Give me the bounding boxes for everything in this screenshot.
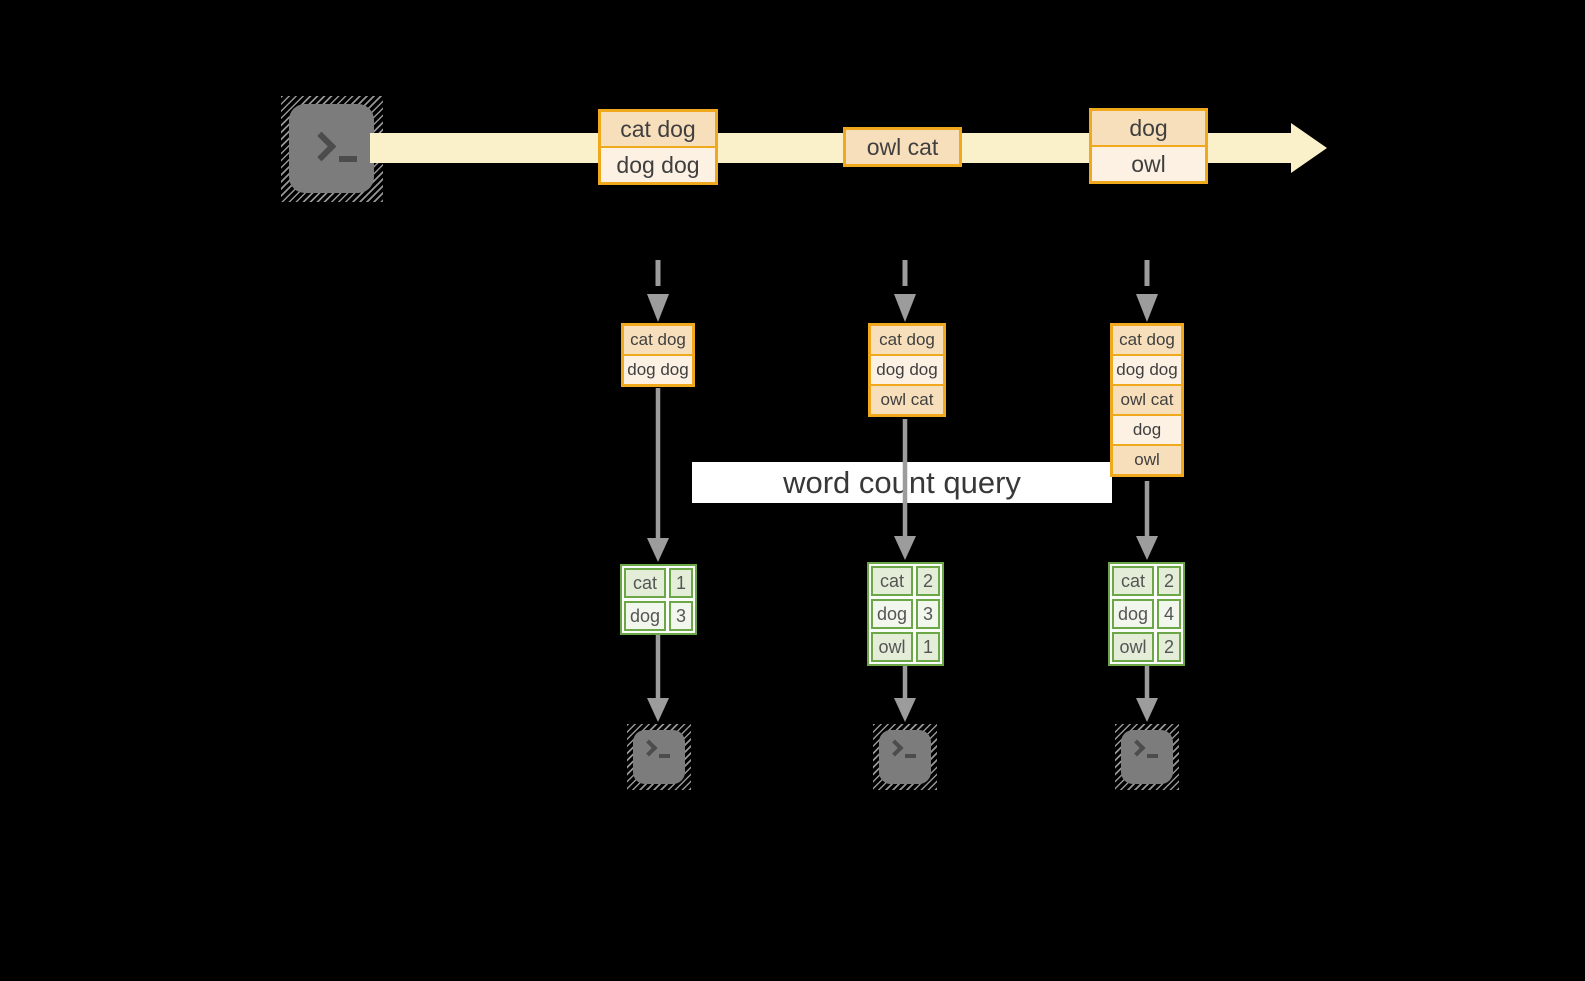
table-count-cell: 3 bbox=[669, 601, 693, 631]
table-word-cell: dog bbox=[1112, 599, 1154, 629]
table-count-cell: 1 bbox=[916, 632, 940, 662]
table-count-cell: 2 bbox=[1157, 566, 1181, 596]
count-table-3: cat 2 dog 4 owl 2 bbox=[1108, 562, 1185, 666]
stack-row: cat dog bbox=[624, 326, 692, 354]
stream-message-2: owl cat bbox=[843, 127, 962, 167]
stream-band-arrowhead-icon bbox=[1291, 123, 1327, 173]
dashed-arrow-down-icon bbox=[894, 260, 916, 322]
stack-row: owl cat bbox=[1113, 384, 1181, 414]
record-stack-1: cat dog dog dog bbox=[621, 323, 695, 387]
stream-record: dog dog bbox=[601, 146, 715, 182]
stream-record: owl bbox=[1092, 145, 1205, 181]
table-word-cell: owl bbox=[871, 632, 913, 662]
stack-row: dog dog bbox=[871, 354, 943, 384]
table-word-cell: cat bbox=[624, 568, 666, 598]
table-count-cell: 2 bbox=[916, 566, 940, 596]
table-word-cell: cat bbox=[871, 566, 913, 596]
arrow-down-icon bbox=[894, 419, 916, 560]
stack-row: dog bbox=[1113, 414, 1181, 444]
terminal-body bbox=[633, 730, 685, 784]
prompt-dash-icon bbox=[1147, 754, 1158, 758]
terminal-icon bbox=[627, 724, 691, 790]
terminal-body bbox=[1121, 730, 1173, 784]
prompt-chevron-icon bbox=[306, 131, 337, 162]
query-banner: word count query bbox=[692, 462, 1112, 503]
dashed-arrow-down-icon bbox=[1136, 260, 1158, 322]
terminal-icon bbox=[1115, 724, 1179, 790]
stream-message-1: cat dog dog dog bbox=[598, 109, 718, 185]
stack-row: cat dog bbox=[871, 326, 943, 354]
table-word-cell: owl bbox=[1112, 632, 1154, 662]
terminal-body bbox=[879, 730, 931, 784]
count-table-2: cat 2 dog 3 owl 1 bbox=[867, 562, 944, 666]
table-count-cell: 1 bbox=[669, 568, 693, 598]
terminal-body bbox=[289, 104, 374, 193]
stack-row: dog dog bbox=[624, 354, 692, 384]
record-stack-3: cat dog dog dog owl cat dog owl bbox=[1110, 323, 1184, 477]
table-count-cell: 3 bbox=[916, 599, 940, 629]
prompt-dash-icon bbox=[339, 156, 357, 162]
prompt-chevron-icon bbox=[640, 739, 658, 757]
prompt-dash-icon bbox=[659, 754, 670, 758]
stream-record: dog bbox=[1092, 111, 1205, 145]
prompt-dash-icon bbox=[905, 754, 916, 758]
stack-row: cat dog bbox=[1113, 326, 1181, 354]
terminal-icon bbox=[873, 724, 937, 790]
table-count-cell: 2 bbox=[1157, 632, 1181, 662]
stream-record: cat dog bbox=[601, 112, 715, 146]
table-count-cell: 4 bbox=[1157, 599, 1181, 629]
table-word-cell: cat bbox=[1112, 566, 1154, 596]
table-word-cell: dog bbox=[871, 599, 913, 629]
stack-row: owl bbox=[1113, 444, 1181, 474]
count-table-1: cat 1 dog 3 bbox=[620, 564, 697, 635]
arrow-down-icon bbox=[647, 627, 669, 722]
stack-row: owl cat bbox=[871, 384, 943, 414]
prompt-chevron-icon bbox=[886, 739, 904, 757]
table-word-cell: dog bbox=[624, 601, 666, 631]
dashed-arrow-down-icon bbox=[647, 260, 669, 322]
stack-row: dog dog bbox=[1113, 354, 1181, 384]
record-stack-2: cat dog dog dog owl cat bbox=[868, 323, 946, 417]
terminal-icon bbox=[281, 96, 383, 202]
arrow-down-icon bbox=[647, 388, 669, 562]
stream-record: owl cat bbox=[846, 130, 959, 164]
stream-message-3: dog owl bbox=[1089, 108, 1208, 184]
prompt-chevron-icon bbox=[1128, 739, 1146, 757]
arrow-down-icon bbox=[1136, 481, 1158, 560]
